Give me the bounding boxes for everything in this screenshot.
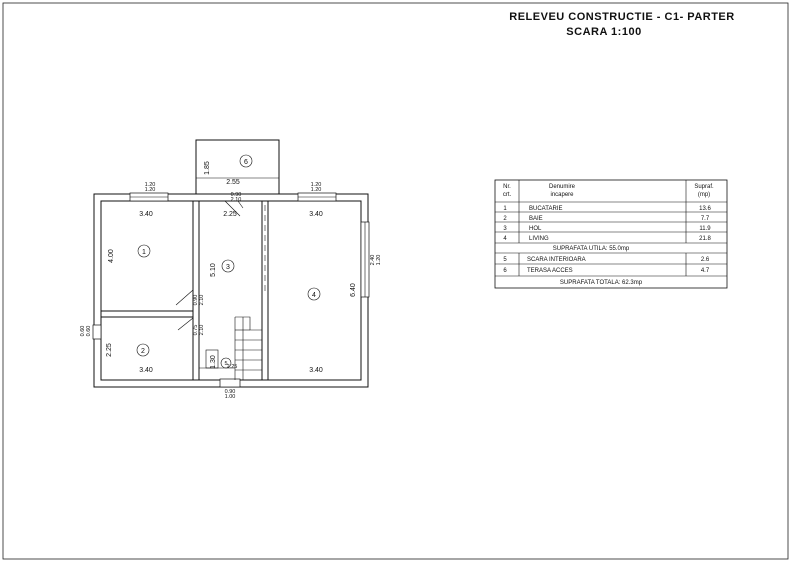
- room-3-label: 3: [226, 264, 230, 271]
- dim-living-width-bottom: 3.40: [309, 367, 323, 374]
- dim-living-width: 3.40: [309, 211, 323, 218]
- dim-stair-height: 1.30: [210, 355, 217, 369]
- outer-wall: [93, 193, 369, 388]
- room-2-label: 2: [141, 348, 145, 355]
- drawing-scale: SCARA 1:100: [566, 26, 641, 38]
- row-5-nr: 5: [503, 257, 507, 263]
- row-2-nr: 2: [503, 216, 507, 222]
- floor-plan: 1 2 3 4 5 6 1.20 1.20 1.20 1.20 2.55 1.8…: [80, 139, 382, 400]
- area-table: Nr. crt. Denumire incapere Supraf. (mp) …: [494, 179, 728, 289]
- wall-room1-room2: [100, 310, 194, 318]
- row-2-area: 7.7: [701, 216, 710, 222]
- row-1-name: BUCATARIE: [529, 206, 562, 212]
- dim-window2-top: 1.20: [311, 182, 322, 188]
- dim-hall-height: 5.10: [210, 263, 217, 277]
- wall-left-hall: [192, 200, 200, 381]
- subtotal-row: SUPRAFATA UTILA: 55.0mp: [553, 246, 630, 252]
- dim-living-height: 6.40: [350, 283, 357, 297]
- row-4-nr: 4: [503, 236, 507, 242]
- dim-room2-width: 3.40: [139, 367, 153, 374]
- header-name-2: incapere: [550, 192, 574, 198]
- row-3-name: HOL: [529, 226, 542, 232]
- sheet-border: [2, 2, 789, 560]
- dim-window1-top: 1.20: [145, 182, 156, 188]
- header-area-1: Supraf.: [694, 184, 714, 190]
- drawing-title: RELEVEU CONSTRUCTIE - C1- PARTER: [509, 11, 734, 23]
- dim-window2-bot: 1.20: [311, 187, 322, 193]
- dim-window1-bot: 1.20: [145, 187, 156, 193]
- room-5-label: 5: [224, 361, 227, 367]
- header-area-2: (mp): [698, 192, 710, 198]
- room-6-label: 6: [244, 159, 248, 166]
- dim-door2-b: 2.10: [199, 325, 205, 336]
- row-6-area: 4.7: [701, 268, 710, 274]
- dim-room2-height: 2.25: [106, 343, 113, 357]
- row-4-name: LIVING: [529, 236, 549, 242]
- row-5-name: SCARA INTERIOARA: [527, 257, 586, 263]
- row-4-area: 21.8: [699, 236, 711, 242]
- row-2-name: BAIE: [529, 216, 543, 222]
- row-5-area: 2.6: [701, 257, 710, 263]
- row-1-nr: 1: [503, 206, 507, 212]
- dim-window4-a: 0.60: [80, 326, 86, 337]
- dim-door-top-b: 2.10: [231, 197, 242, 203]
- dim-door1-b: 2.10: [199, 295, 205, 306]
- dim-window3-a: 2.40: [370, 255, 376, 266]
- row-3-nr: 3: [503, 226, 507, 232]
- dim-door2-a: 0.75: [193, 325, 199, 336]
- header-nr-2: crt.: [503, 192, 512, 198]
- header-nr-1: Nr.: [503, 184, 511, 190]
- row-6-nr: 6: [503, 268, 507, 274]
- entry-door: [219, 378, 241, 388]
- row-6-name: TERASA ACCES: [527, 268, 573, 274]
- total-row: SUPRAFATA TOTALA: 62.3mp: [560, 280, 643, 286]
- dim-terrace-height: 1.85: [204, 161, 211, 175]
- staircase: [199, 316, 262, 380]
- dim-entry-a: 0.90: [225, 389, 236, 395]
- dim-room1-height: 4.00: [108, 249, 115, 263]
- row-1-area: 13.6: [699, 206, 711, 212]
- dim-door1-a: 0.90: [193, 295, 199, 306]
- dim-window3-b: 1.20: [376, 255, 382, 266]
- dim-entry-b: 1.00: [225, 394, 236, 400]
- room-4-label: 4: [312, 292, 316, 299]
- window-left: [92, 324, 102, 340]
- dim-terrace-width: 2.55: [226, 179, 240, 186]
- dim-window4-b: 0.60: [86, 326, 92, 337]
- room-1-label: 1: [142, 249, 146, 256]
- dim-room1-width: 3.40: [139, 211, 153, 218]
- dim-door-top-a: 0.90: [231, 192, 242, 198]
- header-name-1: Denumire: [549, 184, 576, 190]
- dim-stair-label: 2.25: [227, 364, 238, 370]
- dim-hall-width: 2.25: [223, 211, 237, 218]
- table-frame: [494, 179, 728, 289]
- row-3-area: 11.9: [699, 226, 711, 232]
